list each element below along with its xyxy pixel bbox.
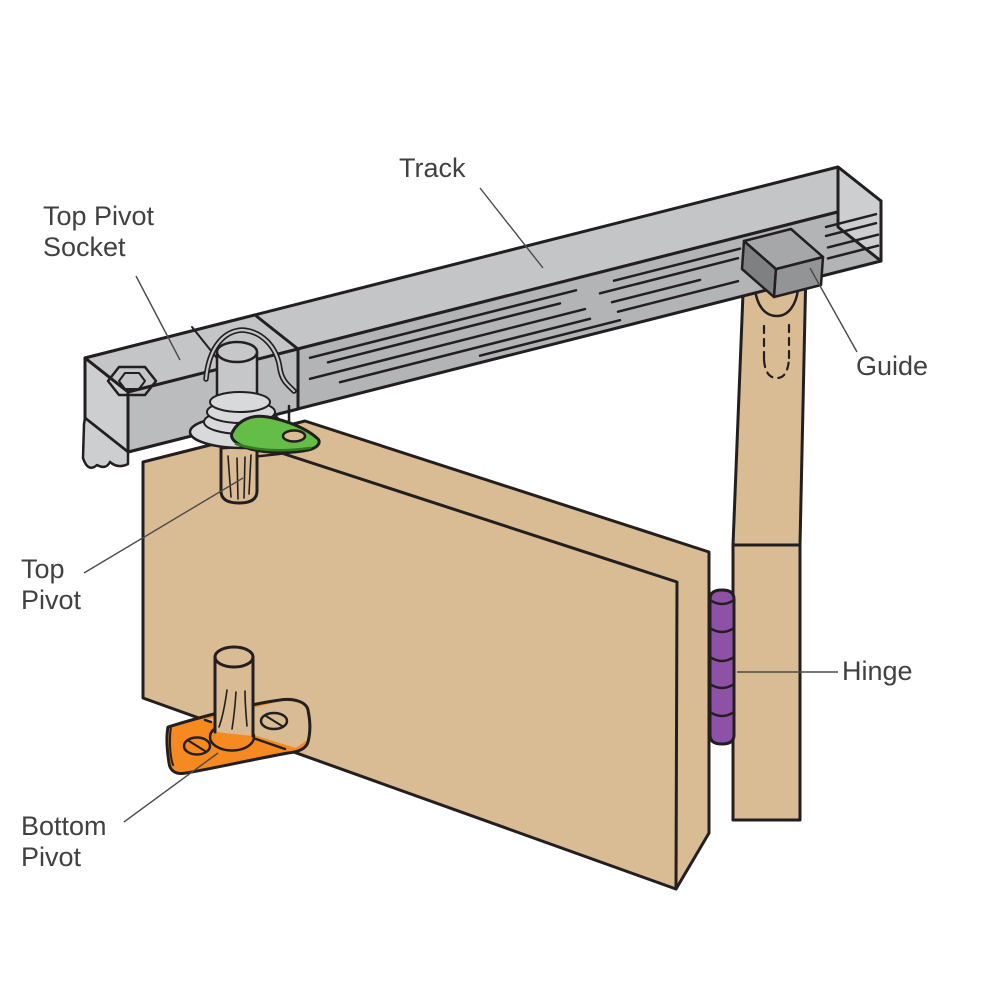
bottom-pivot	[165, 645, 312, 775]
pivot-spring-coil-3	[209, 391, 271, 413]
bottom-pivot-plate-fold	[168, 725, 174, 766]
guide-leader	[809, 267, 858, 353]
hinge	[708, 588, 736, 746]
bottom-pivot-pin-splines	[218, 689, 248, 730]
top-pivot-label: Top Pivot	[21, 554, 81, 616]
hinge-label: Hinge	[842, 656, 913, 687]
guide-label: Guide	[856, 351, 928, 382]
top-pivot-socket-leader	[135, 275, 181, 361]
top-pivot	[188, 391, 321, 505]
bottom-pivot-pin-top	[213, 645, 255, 669]
bottom-pivot-screw-left-slot	[188, 740, 206, 752]
track-grooves	[308, 212, 880, 384]
bottom-pivot-screw-right-slot	[265, 715, 283, 727]
door-panel-front-edges	[264, 446, 679, 891]
top-pivot-bracket-fold	[234, 442, 312, 452]
spring-clip-wire-core	[204, 328, 296, 393]
hinge-knuckle-line-3	[708, 655, 736, 663]
bottom-pivot-label: Bottom Pivot	[21, 811, 107, 873]
bottom-pivot-pin-body	[215, 657, 253, 736]
top-pivot-socket-label-line2: Socket	[43, 232, 126, 262]
folding-panel-upper	[731, 264, 808, 547]
hinge-knuckle-line-2	[708, 626, 736, 634]
bottom-pivot-plate-behind-door	[205, 701, 310, 748]
hinge-knuckle-line-1	[708, 598, 736, 606]
door-panel-body	[141, 419, 711, 891]
door-panel	[141, 419, 711, 891]
track-label: Track	[399, 153, 466, 184]
hex-nut-inner	[118, 372, 146, 390]
top-pivot-label-line1: Top	[21, 554, 65, 584]
bottom-pivot-pin-sides	[213, 655, 255, 738]
guide-top-face	[742, 227, 825, 271]
top-pivot-socket-label-line1: Top Pivot	[43, 201, 155, 231]
guide	[740, 227, 825, 299]
track-leader	[479, 187, 544, 269]
folding-panel-lower	[731, 543, 802, 822]
bottom-pivot-label-line2: Pivot	[21, 842, 82, 872]
top-pivot-pin-splines	[227, 454, 252, 500]
track-label-text: Track	[399, 153, 466, 183]
top-pivot-bracket-hole	[281, 429, 307, 443]
leader-lines	[83, 187, 858, 823]
socket-block-profile-notches	[81, 416, 130, 470]
top-pivot-socket-label: Top Pivot Socket	[43, 201, 154, 263]
hinge-knuckle-line-4	[708, 682, 736, 690]
bottom-pivot-plate-outline	[165, 697, 312, 775]
guide-pin-socket-cut	[753, 287, 800, 318]
folding-panel-edge	[731, 264, 808, 822]
guide-label-text: Guide	[856, 351, 929, 381]
hinge-label-text: Hinge	[842, 656, 913, 686]
hinge-knuckle-line-5	[708, 710, 736, 718]
socket-cylinder-top	[215, 340, 259, 364]
door-bottom-edge-over-plate	[203, 718, 287, 751]
guide-pin-hidden-tip	[762, 357, 791, 380]
top-pivot-leader	[83, 477, 244, 574]
hex-nut-outer	[106, 365, 158, 397]
bottom-pivot-label-line1: Bottom	[21, 811, 107, 841]
top-pivot-label-line2: Pivot	[21, 585, 82, 615]
hinge-barrel	[708, 588, 736, 746]
bottom-pivot-leader	[123, 752, 219, 823]
